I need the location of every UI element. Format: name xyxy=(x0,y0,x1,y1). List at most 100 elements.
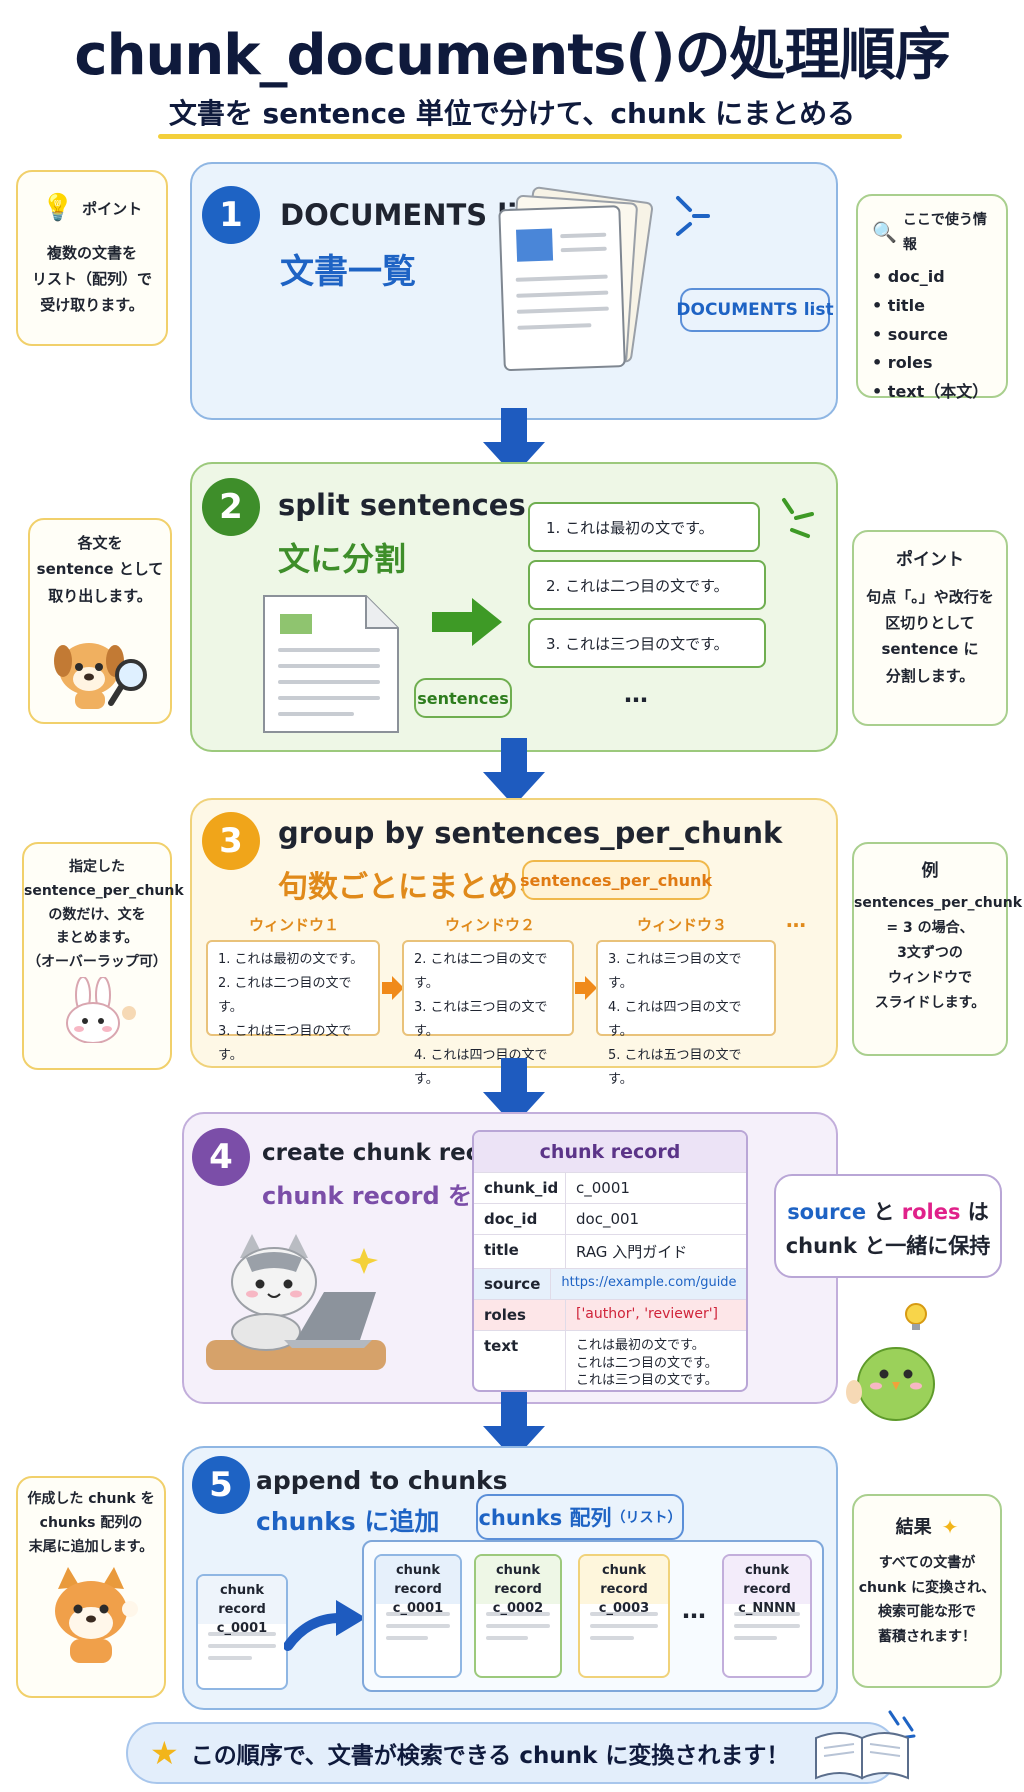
info-item: • source xyxy=(872,324,948,344)
arrow-right-icon xyxy=(382,976,404,1000)
window-label-1: ウィンドウ１ xyxy=(248,916,339,934)
step-1-number: 1 xyxy=(202,186,260,244)
step-5-left-text: 作成した chunk を chunks 配列の 末尾に追加します。 xyxy=(27,1491,155,1555)
sparkle-icon xyxy=(782,498,814,538)
step-5-right-title: 結果 xyxy=(895,1516,932,1538)
step-5-title-en: append to chunks xyxy=(256,1466,508,1495)
document-icon xyxy=(263,595,399,733)
step-5-left-note: 作成した chunk を chunks 配列の 末尾に追加します。 xyxy=(16,1476,166,1698)
page-subtitle: 文書を sentence 単位で分けて、chunk にまとめる xyxy=(168,97,856,130)
window-line: 3. これは三つ目の文です。 xyxy=(218,1024,352,1064)
step-5-number: 5 xyxy=(192,1456,250,1514)
step-1-left-note: 💡 ポイント 複数の文書を リスト（配列）で 受け取ります。 xyxy=(16,170,168,346)
subtitle-underline xyxy=(158,134,902,139)
window-box-1: 1. これは最初の文です。 2. これは二つ目の文です。 3. これは三つ目の文… xyxy=(206,940,380,1063)
step-2-title-en: split sentences xyxy=(278,488,526,522)
window-line: 1. これは最初の文です。 xyxy=(218,952,364,967)
info-item: • title xyxy=(872,295,925,315)
page-title: chunk_documents()の処理順序 xyxy=(74,23,950,88)
step-3-number: 3 xyxy=(202,812,260,870)
shiba-dog-icon xyxy=(55,1567,138,1664)
step-2-title-ja: 文に分割 xyxy=(278,540,407,578)
step-3-right-text: sentences_per_chunk = 3 の場合、 3文ずつの ウィンドウ… xyxy=(854,894,1023,1012)
sentences-pill: sentences xyxy=(414,678,512,718)
step-3-right-note: 例 sentences_per_chunk = 3 の場合、 3文ずつの ウィン… xyxy=(852,842,1023,1056)
step-1-left-text: 複数の文書を リスト（配列）で 受け取ります。 xyxy=(31,243,152,315)
window-box-3: 3. これは三つ目の文です。 4. これは四つ目の文です。 5. これは五つ目の… xyxy=(596,940,776,1087)
chunk-record-title: chunk record xyxy=(474,1132,746,1172)
sentences-per-chunk-pill: sentences_per_chunk xyxy=(520,860,712,900)
window-line: 2. これは二つ目の文です。 xyxy=(218,976,352,1016)
step-5-right-text: すべての文書が chunk に変換され、 検索可能な形で 蓄積されます！ xyxy=(858,1555,996,1645)
bubble-source: source xyxy=(787,1200,867,1224)
step-2-right-text: 句点「。」や改行を 区切りとして sentence に 分割します。 xyxy=(866,587,994,685)
window-line: 4. これは四つ目の文です。 xyxy=(608,1000,742,1040)
step-3-left-note: 指定した sentence_per_chunk の数だけ、文を まとめます。 （… xyxy=(22,842,184,1070)
step-5-right-note: 結果 ✦ すべての文書が chunk に変換され、 検索可能な形で 蓄積されます… xyxy=(852,1494,1002,1688)
window-box-2: 2. これは二つ目の文です。 3. これは三つ目の文です。 4. これは四つ目の… xyxy=(402,940,574,1087)
documents-list-pill: DOCUMENTS list xyxy=(676,288,834,332)
bubble-roles: roles xyxy=(901,1200,961,1224)
flow-arrow-3 xyxy=(483,1058,545,1126)
step-3-title-en: group by sentences_per_chunk xyxy=(278,816,783,850)
step-2-number: 2 xyxy=(202,478,260,536)
footer-text: この順序で、文書が検索できる chunk に変換されます！ xyxy=(190,1743,790,1769)
step-1-left-title: ポイント xyxy=(82,199,143,218)
star-icon: ★ xyxy=(150,1734,179,1772)
step-1-title-ja: 文書一覧 xyxy=(280,252,416,292)
windows-ellipsis: … xyxy=(786,908,806,932)
sentence-item: 3. これは三つ目の文です。 xyxy=(528,618,766,668)
step-3-left-text: 指定した sentence_per_chunk の数だけ、文を まとめます。 （… xyxy=(24,859,184,971)
step-5-title-ja: chunks に追加 xyxy=(256,1507,440,1536)
table-row-roles: roles['author', 'reviewer'] xyxy=(474,1299,746,1330)
dog-with-magnifier-icon xyxy=(54,642,147,709)
window-label-3: ウィンドウ３ xyxy=(636,916,727,934)
lightbulb-icon: 💡 xyxy=(41,193,75,223)
sentence-item: 2. これは二つ目の文です。 xyxy=(528,560,766,610)
footer-banner: ★ この順序で、文書が検索できる chunk に変換されます！ xyxy=(126,1722,898,1784)
magnifier-icon: 🔍 xyxy=(872,220,897,244)
records-ellipsis: … xyxy=(682,1596,706,1624)
chunks-array-pill: chunks 配列（リスト） xyxy=(476,1494,684,1540)
step-3-right-title: 例 xyxy=(921,861,939,881)
sparkle-icon xyxy=(676,196,710,236)
flow-arrow-1 xyxy=(483,408,545,476)
sentence-item: 1. これは最初の文です。 xyxy=(528,502,760,552)
cat-with-laptop-icon xyxy=(206,1234,386,1370)
info-item: • text（本文） xyxy=(872,382,989,402)
arrow-right-icon xyxy=(575,976,597,1000)
append-arrow-icon xyxy=(284,1600,366,1651)
step-4-number: 4 xyxy=(192,1128,250,1186)
info-item: • roles xyxy=(872,353,933,373)
step-1-right-title: ここで使う情報 xyxy=(902,212,987,253)
window-label-2: ウィンドウ２ xyxy=(444,916,535,934)
bird-with-lightbulb-icon xyxy=(846,1303,935,1421)
sentences-ellipsis: … xyxy=(624,680,648,708)
step-2-left-text: 各文を sentence として 取り出します。 xyxy=(36,534,164,605)
document-stack-icon xyxy=(498,186,654,372)
sparkle-icon: ✦ xyxy=(941,1515,959,1539)
rabbit-icon xyxy=(66,975,136,1044)
info-item: • doc_id xyxy=(872,267,945,286)
flow-arrow-2 xyxy=(483,738,545,806)
arrow-right-icon xyxy=(432,598,502,646)
window-line: 5. これは五つ目の文です。 xyxy=(608,1048,742,1088)
step-2-right-note: ポイント 句点「。」や改行を 区切りとして sentence に 分割します。 xyxy=(852,530,1008,726)
bubble-line-2: chunk と一緒に保持 xyxy=(785,1233,991,1258)
step-2-right-title: ポイント xyxy=(896,550,964,570)
step-2-left-note: 各文を sentence として 取り出します。 xyxy=(28,518,172,724)
open-book-icon xyxy=(815,1710,916,1780)
flow-arrow-4 xyxy=(483,1392,545,1460)
step-1-right-note: 🔍 ここで使う情報 • doc_id • title • source • ro… xyxy=(856,194,1008,401)
